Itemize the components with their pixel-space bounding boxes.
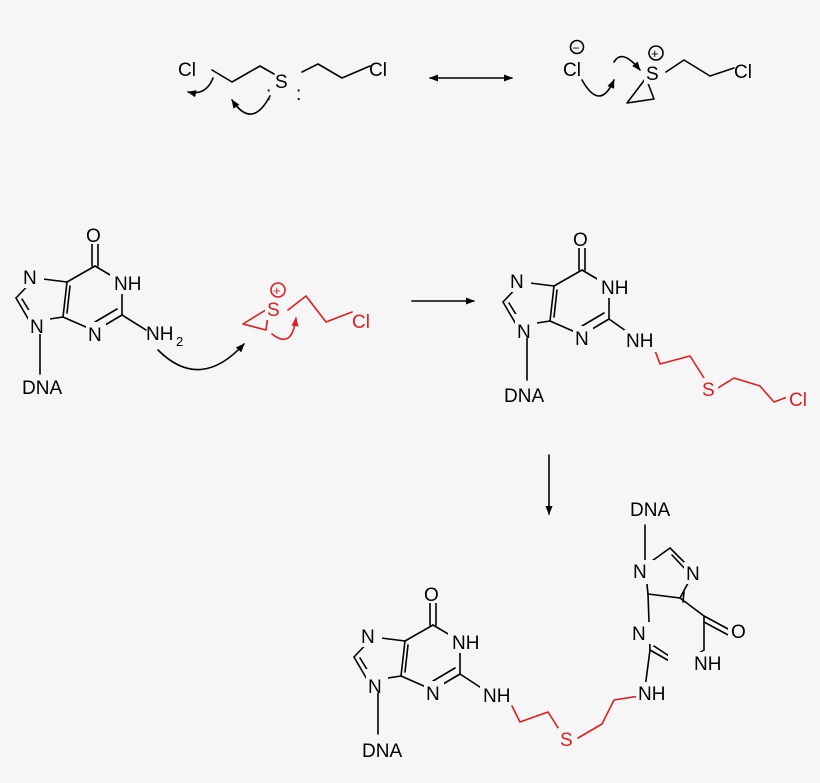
- episulfonium-ion: Cl − S + Cl: [563, 39, 752, 104]
- atom-nh-product: NH: [626, 331, 653, 352]
- minus-charge-circle: [569, 39, 585, 55]
- atom-n9-left: N: [368, 677, 382, 698]
- atom-nh-right: NH: [638, 684, 665, 705]
- atom-n7: N: [23, 268, 37, 289]
- atom-cl-product: Cl: [789, 390, 807, 411]
- lone-pair-left: :: [266, 84, 271, 105]
- crosslinked-guanine-right: N N N NH O NH DNA: [630, 500, 752, 705]
- atom-nh-left: NH: [483, 686, 510, 707]
- lone-pair-right: :: [296, 84, 301, 105]
- atom-s-bridge: S: [560, 730, 573, 751]
- atom-cl-right: Cl: [369, 60, 387, 81]
- atom-n1h-left: NH: [452, 633, 479, 654]
- plus-charge-red-sign: +: [273, 283, 281, 298]
- atom-n7-right: N: [686, 564, 700, 585]
- curved-arrow-chloride: [581, 79, 615, 97]
- atom-n3: N: [88, 325, 102, 346]
- atom-n7-left: N: [361, 627, 375, 648]
- atom-s-episulfonium: S: [646, 64, 659, 85]
- atom-cl-ion: Cl: [563, 60, 581, 81]
- atom-n7-product: N: [510, 272, 524, 293]
- atom-n1h-product: NH: [601, 278, 628, 299]
- atom-s-product: S: [702, 380, 715, 401]
- curved-arrow-s-attack: [231, 95, 271, 115]
- atom-nh2: NH: [146, 324, 173, 345]
- atom-n3-product: N: [575, 329, 589, 350]
- label-dna-guanine: DNA: [22, 378, 62, 399]
- plus-charge-sign: +: [651, 46, 659, 61]
- atom-cl-red: Cl: [352, 312, 370, 333]
- episulfonium-ion-red: S + Cl: [242, 282, 370, 341]
- crosslinked-guanine-left: N N N NH O NH DNA: [353, 579, 518, 762]
- alkylated-guanine: N N N NH O NH S Cl DNA: [502, 224, 814, 411]
- sulfide-bridge: S: [511, 695, 641, 751]
- atom-o6-right: O: [731, 622, 746, 643]
- guanine-molecule: N N N NH O NH 2 DNA: [15, 220, 183, 399]
- atom-cl-left: Cl: [178, 60, 196, 81]
- label-dna-left: DNA: [362, 741, 402, 762]
- atom-o6-left: O: [424, 585, 439, 606]
- curved-arrow-red: [271, 317, 299, 341]
- label-dna-product: DNA: [504, 386, 544, 407]
- atom-n9-product: N: [517, 322, 531, 343]
- atom-o6-product: O: [573, 230, 588, 251]
- plus-charge-red-circle: [270, 282, 286, 298]
- atom-s-mustard: S: [275, 72, 288, 93]
- atom-n1h: NH: [114, 274, 141, 295]
- atom-n3-left: N: [426, 684, 440, 705]
- curved-arrow-ring-open: [613, 55, 641, 71]
- curved-arrow-cl-leaving: [187, 77, 214, 98]
- atom-n9: N: [30, 317, 44, 338]
- atom-cl-episulfonium: Cl: [734, 62, 752, 83]
- atom-n1h-right: NH: [694, 654, 721, 675]
- label-dna-right: DNA: [630, 500, 670, 521]
- mustard-gas-molecule: Cl S Cl : :: [178, 60, 387, 115]
- atom-s-red: S: [267, 300, 280, 321]
- atom-o6: O: [86, 226, 101, 247]
- atom-nh2-subscript: 2: [176, 334, 183, 349]
- plus-charge-circle: [648, 45, 664, 61]
- minus-charge-sign: −: [573, 41, 580, 55]
- atom-n3-right: N: [632, 624, 646, 645]
- curved-arrow-nucleophilic-attack: [157, 343, 245, 371]
- atom-n9-right: N: [633, 562, 647, 583]
